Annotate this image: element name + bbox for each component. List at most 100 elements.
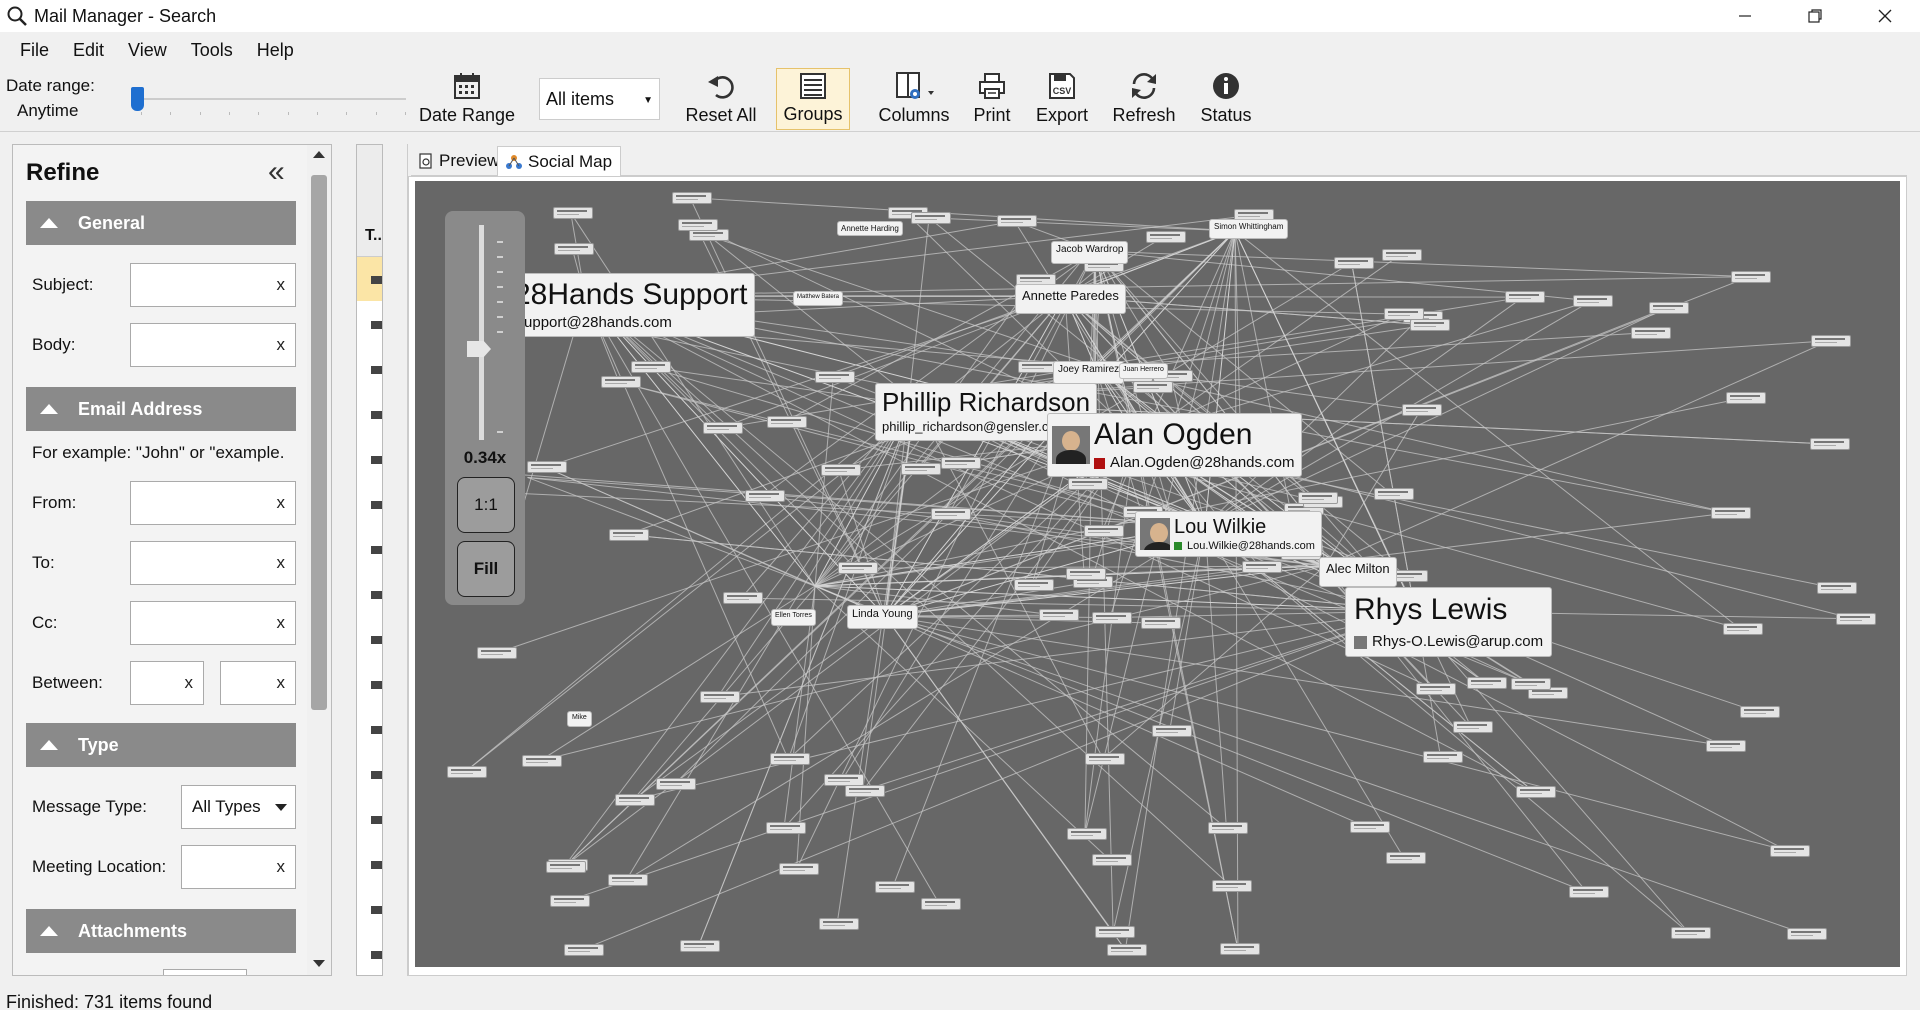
contact-node-small[interactable] [941, 457, 982, 470]
export-button[interactable]: CSV Export [1032, 68, 1092, 130]
contact-node-small[interactable] [1067, 477, 1108, 490]
clear-from-icon[interactable]: x [276, 493, 286, 512]
contact-node-small[interactable] [1740, 706, 1781, 719]
contact-node-small[interactable] [1504, 291, 1545, 304]
contact-ellen-torres[interactable]: Ellen Torres [771, 609, 816, 626]
contact-node-small[interactable] [549, 894, 590, 907]
refresh-button[interactable]: Refresh [1110, 68, 1178, 130]
contact-alec-milton[interactable]: Alec Milton [1319, 557, 1397, 587]
contact-node-small[interactable] [1212, 879, 1253, 892]
contact-node-small[interactable] [815, 370, 856, 383]
contact-node-small[interactable] [699, 690, 740, 703]
from-input[interactable]: x [130, 481, 296, 525]
pane-splitter[interactable] [386, 144, 408, 976]
contact-node-small[interactable] [1402, 404, 1443, 417]
contact-node-small[interactable] [1151, 725, 1192, 738]
reset-all-button[interactable]: Reset All [680, 68, 762, 130]
collapse-panel-icon[interactable]: « [268, 155, 285, 188]
contact-node-small[interactable] [1705, 739, 1746, 752]
contact-node-small[interactable] [677, 219, 718, 232]
attachments-section-header[interactable]: Attachments [26, 909, 296, 953]
contact-node-small[interactable] [1816, 581, 1857, 594]
social-map[interactable]: 28Hands Support Support@28hands.com Phil… [415, 181, 1900, 967]
contact-node-small[interactable] [630, 361, 671, 374]
contact-node-small[interactable] [1467, 676, 1508, 689]
contact-node-small[interactable] [1725, 391, 1766, 404]
contact-node-small[interactable] [1233, 209, 1274, 222]
clear-between-end-icon[interactable]: x [276, 673, 286, 692]
contact-node-small[interactable] [911, 211, 952, 224]
message-type-select[interactable]: All Types [181, 785, 296, 829]
scroll-down-icon[interactable] [313, 960, 325, 967]
contact-node-small[interactable] [1722, 622, 1763, 635]
contact-node-small[interactable] [1208, 822, 1249, 835]
contact-rhys-lewis[interactable]: Rhys Lewis Rhys-O.Lewis@arup.com [1345, 587, 1553, 657]
contact-node-small[interactable] [1333, 256, 1374, 269]
contact-node-small[interactable] [1146, 230, 1187, 243]
contact-28hands-support[interactable]: 28Hands Support Support@28hands.com [507, 273, 755, 337]
scrollbar-thumb[interactable] [311, 175, 327, 710]
cc-input[interactable]: x [130, 601, 296, 645]
contact-node-small[interactable] [477, 647, 518, 660]
contact-node-small[interactable] [1107, 943, 1148, 956]
contact-joey-ramirez[interactable]: Joey Ramirez [1053, 361, 1125, 384]
contact-node-small[interactable] [1092, 853, 1132, 866]
menu-edit[interactable]: Edit [73, 40, 105, 60]
menu-tools[interactable]: Tools [190, 40, 233, 60]
date-range-button[interactable]: Date Range [418, 68, 516, 130]
menu-help[interactable]: Help [256, 40, 294, 60]
between-end-input[interactable]: x [220, 661, 296, 705]
contact-annette-paredes[interactable]: Annette Paredes [1015, 284, 1126, 314]
attachments-field-partial[interactable] [163, 969, 247, 975]
contact-node-small[interactable] [1385, 851, 1426, 864]
contact-node-small[interactable] [930, 508, 971, 520]
contact-lou-wilkie[interactable]: Lou Wilkie Lou.Wilkie@28hands.com [1135, 511, 1322, 557]
general-section-header[interactable]: General [26, 201, 296, 245]
contact-node-small[interactable] [1710, 506, 1751, 519]
clear-cc-icon[interactable]: x [276, 613, 286, 632]
contact-node-small[interactable] [656, 778, 697, 791]
refine-scrollbar[interactable] [307, 145, 331, 975]
contact-node-small[interactable] [608, 528, 649, 541]
contact-node-small[interactable] [1769, 844, 1810, 857]
contact-node-small[interactable] [1835, 612, 1876, 625]
contact-node-small[interactable] [1066, 567, 1107, 580]
contact-jacob-wardrop[interactable]: Jacob Wardrop [1051, 241, 1129, 264]
contact-node-small[interactable] [996, 215, 1037, 228]
contact-node-small[interactable] [1409, 319, 1450, 332]
minimize-icon[interactable] [1710, 0, 1780, 32]
clear-meeting-location-icon[interactable]: x [276, 857, 286, 876]
contact-node-small[interactable] [1515, 785, 1556, 798]
contact-node-small[interactable] [680, 940, 721, 953]
contact-node-small[interactable] [844, 784, 885, 797]
contact-mike[interactable]: Mike [567, 711, 592, 727]
contact-node-small[interactable] [672, 191, 712, 204]
tab-social-map[interactable]: Social Map [497, 146, 622, 177]
menu-file[interactable]: File [20, 40, 50, 60]
contact-node-small[interactable] [522, 754, 563, 767]
subject-input[interactable]: x [130, 263, 296, 307]
contact-node-small[interactable] [527, 461, 568, 474]
contact-node-small[interactable] [1568, 886, 1609, 899]
contact-node-small[interactable] [1453, 721, 1494, 734]
contact-node-small[interactable] [765, 822, 806, 835]
contact-node-small[interactable] [723, 592, 764, 605]
contact-juan-herrero[interactable]: Juan Herrero [1119, 363, 1168, 379]
contact-node-small[interactable] [819, 917, 860, 930]
list-column-header[interactable]: T.. [357, 145, 382, 257]
groups-button[interactable]: Groups [776, 68, 850, 130]
type-section-header[interactable]: Type [26, 723, 296, 767]
email-address-section-header[interactable]: Email Address [26, 387, 296, 431]
contact-node-small[interactable] [601, 376, 642, 389]
contact-node-small[interactable] [1671, 926, 1712, 939]
contact-alan-ogden[interactable]: Alan Ogden Alan.Ogden@28hands.com [1047, 413, 1302, 477]
contact-node-small[interactable] [837, 562, 878, 575]
contact-node-small[interactable] [778, 862, 819, 875]
clear-between-start-icon[interactable]: x [184, 673, 194, 692]
contact-node-small[interactable] [552, 206, 593, 219]
contact-node-small[interactable] [824, 773, 865, 786]
to-input[interactable]: x [130, 541, 296, 585]
contact-node-small[interactable] [1085, 752, 1126, 765]
contact-node-small[interactable] [1630, 326, 1671, 339]
contact-node-small[interactable] [766, 415, 807, 428]
